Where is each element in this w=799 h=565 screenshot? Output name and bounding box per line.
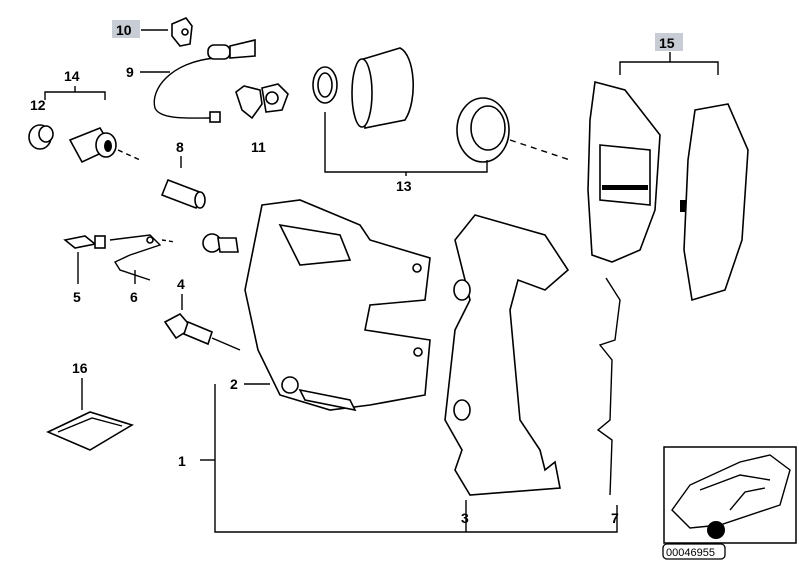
part-grease-packet-16 [46,411,134,451]
callout-15[interactable]: 15 [619,33,719,75]
label-11[interactable]: 11 [251,139,266,155]
part-bleeder-cap [202,233,239,253]
callout-9[interactable]: 9 [126,64,170,80]
label-7[interactable]: 7 [611,510,619,526]
label-6[interactable]: 6 [130,289,138,305]
callout-14[interactable]: 14 [44,68,106,100]
callout-1[interactable]: 1 [178,384,618,533]
car-location-icon [671,454,791,539]
label-4[interactable]: 4 [177,276,185,292]
part-brake-pad-outer [680,103,749,302]
part-dust-boot [456,97,571,163]
label-12[interactable]: 12 [30,97,46,113]
part-brake-pad-inner [587,80,661,263]
part-caliper-carrier [444,214,570,496]
callout-10[interactable]: 10 [112,20,168,38]
part-cap-12 [28,124,54,150]
label-5[interactable]: 5 [73,289,81,305]
part-wear-sensor-9 [153,38,256,123]
label-16[interactable]: 16 [72,360,88,376]
part-seal-ring [312,66,338,104]
label-14: 14 [64,68,80,84]
label-15: 15 [659,35,675,51]
part-bushing-14 [68,127,141,164]
callout-13[interactable]: 13 [324,112,488,194]
part-bolt-4 [163,312,241,351]
part-piston [351,47,414,129]
part-clip-10 [171,17,193,47]
label-3[interactable]: 3 [461,510,469,526]
label-1: 1 [178,453,186,469]
label-9: 9 [126,64,134,80]
label-10: 10 [116,22,132,38]
label-2[interactable]: 2 [230,376,238,392]
highlight-10 [112,20,140,38]
label-8[interactable]: 8 [176,139,184,155]
highlight-15 [655,33,683,51]
part-bleeder-screw-5 [63,235,106,249]
part-guide-pin-8 [160,178,206,210]
part-clip-11 [235,83,289,120]
inset-car-location: 00046955 [662,446,797,560]
inset-code: 00046955 [666,547,715,559]
part-spring-clip-6 [109,234,176,281]
part-anti-rattle-spring-7 [596,277,621,496]
label-13: 13 [396,178,412,194]
part-caliper-housing [244,199,431,412]
